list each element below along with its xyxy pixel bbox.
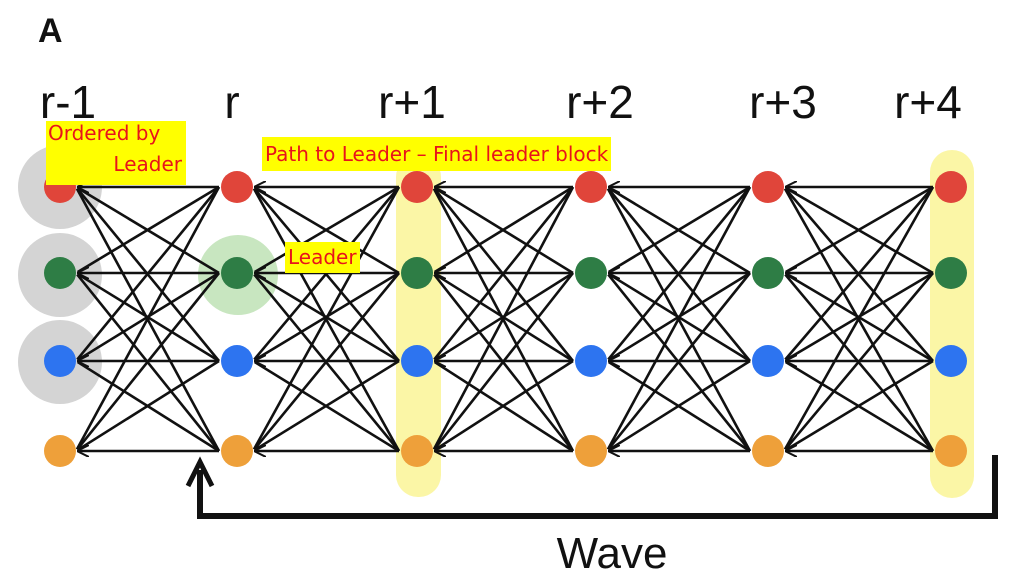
leader-callout: Leader bbox=[285, 242, 360, 273]
node-r-plus-4-green bbox=[935, 257, 967, 289]
node-r-minus-1-green bbox=[44, 257, 76, 289]
edge-r-plus-1-orange-to-r-green bbox=[253, 273, 401, 452]
node-r-plus-2-green bbox=[575, 257, 607, 289]
edge-r-plus-1-orange-to-r-blue bbox=[254, 360, 400, 453]
edge-r-plus-4-orange-to-r-plus-3-blue bbox=[785, 360, 934, 453]
node-r-red bbox=[221, 171, 253, 203]
wave-bracket bbox=[197, 455, 998, 519]
node-r-plus-3-orange bbox=[752, 435, 784, 467]
edge-r-plus-3-blue-to-r-plus-2-green bbox=[608, 272, 751, 363]
highlight-column-r-plus-1 bbox=[396, 155, 441, 497]
round-label-r-plus-3: r+3 bbox=[749, 76, 817, 128]
node-r-plus-1-blue bbox=[401, 345, 433, 377]
ordered-leader-text: Leader bbox=[113, 152, 182, 176]
edge-r-plus-3-green-to-r-plus-2-red bbox=[608, 186, 751, 275]
node-r-plus-1-orange bbox=[401, 435, 433, 467]
node-r-plus-3-blue bbox=[752, 345, 784, 377]
edge-r-plus-3-orange-to-r-plus-2-blue bbox=[608, 360, 751, 453]
node-r-plus-4-red bbox=[935, 171, 967, 203]
wave-arrowhead bbox=[185, 456, 215, 488]
node-r-plus-1-red bbox=[401, 171, 433, 203]
wave-label: Wave bbox=[557, 529, 668, 576]
edge-r-orange-to-r-minus-1-red bbox=[75, 188, 221, 452]
round-label-r-plus-4: r+4 bbox=[894, 76, 962, 128]
edge-r-plus-4-orange-to-r-plus-3-red bbox=[783, 188, 935, 452]
edge-r-plus-2-orange-to-r-plus-1-red bbox=[432, 188, 575, 452]
edge-r-plus-3-orange-to-r-plus-2-red bbox=[606, 188, 752, 452]
dag-edges bbox=[75, 186, 935, 453]
node-r-blue bbox=[221, 345, 253, 377]
round-label-r: r bbox=[224, 76, 239, 128]
edge-r-plus-2-green-to-r-plus-1-red bbox=[434, 186, 574, 275]
edge-r-plus-3-blue-to-r-plus-2-red bbox=[607, 187, 752, 362]
edge-r-orange-to-r-minus-1-blue bbox=[77, 360, 220, 453]
edge-r-plus-1-blue-to-r-red bbox=[253, 187, 400, 362]
edge-r-plus-4-orange-to-r-plus-3-green bbox=[784, 273, 934, 452]
edge-r-plus-2-blue-to-r-plus-1-red bbox=[433, 187, 575, 362]
ordered-by-leader-callout: Ordered by Leader bbox=[46, 121, 186, 185]
edge-r-plus-2-orange-to-r-plus-1-blue bbox=[433, 360, 574, 453]
round-label-r-plus-2: r+2 bbox=[566, 76, 634, 128]
node-r-plus-3-red bbox=[752, 171, 784, 203]
edge-r-plus-3-orange-to-r-plus-2-green bbox=[607, 273, 752, 452]
edge-r-blue-to-r-minus-1-green bbox=[77, 272, 220, 363]
node-r-minus-1-orange bbox=[44, 435, 76, 467]
edge-r-plus-4-blue-to-r-plus-3-green bbox=[785, 272, 934, 363]
node-r-minus-1-blue bbox=[44, 345, 76, 377]
node-r-plus-2-orange bbox=[575, 435, 607, 467]
round-label-r-minus-1: r-1 bbox=[40, 76, 96, 128]
panel-label: A bbox=[38, 12, 63, 50]
node-r-plus-3-green bbox=[752, 257, 784, 289]
edge-r-plus-4-green-to-r-plus-3-red bbox=[785, 186, 934, 275]
node-r-plus-4-orange bbox=[935, 435, 967, 467]
node-r-plus-1-green bbox=[401, 257, 433, 289]
node-r-orange bbox=[221, 435, 253, 467]
node-r-plus-4-blue bbox=[935, 345, 967, 377]
edge-r-blue-to-r-minus-1-red bbox=[76, 187, 221, 362]
edge-r-plus-1-green-to-r-red bbox=[254, 186, 400, 275]
ordered-by-text: Ordered by bbox=[48, 121, 161, 145]
node-r-plus-2-red bbox=[575, 171, 607, 203]
highlight-column-r-plus-4 bbox=[930, 150, 974, 498]
edge-r-orange-to-r-minus-1-green bbox=[76, 273, 221, 452]
node-r-plus-2-blue bbox=[575, 345, 607, 377]
round-label-r-plus-1: r+1 bbox=[378, 76, 446, 128]
edge-r-plus-1-blue-to-r-green bbox=[254, 272, 400, 363]
edge-r-plus-1-orange-to-r-red bbox=[252, 188, 401, 452]
edge-r-green-to-r-minus-1-red bbox=[77, 186, 220, 275]
node-r-green bbox=[221, 257, 253, 289]
dag-nodes bbox=[44, 171, 967, 467]
edge-r-plus-4-blue-to-r-plus-3-red bbox=[784, 187, 934, 362]
edge-r-plus-2-orange-to-r-plus-1-green bbox=[433, 273, 575, 452]
edge-r-plus-2-blue-to-r-plus-1-green bbox=[434, 272, 574, 363]
path-to-leader-callout: Path to Leader – Final leader block bbox=[262, 137, 612, 171]
